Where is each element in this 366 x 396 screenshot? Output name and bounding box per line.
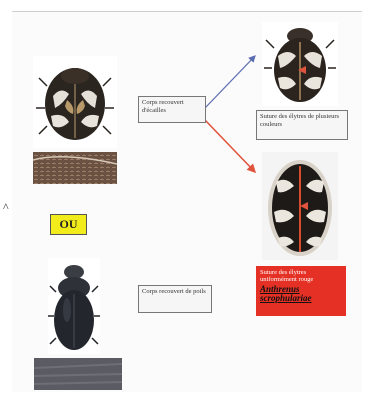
multicolor-suture-label: Suture des élytres de plusieurs couleurs: [260, 113, 339, 128]
multicolor-suture-box: Suture des élytres de plusieurs couleurs: [256, 110, 348, 140]
species-name: Anthrenus scrophulariae: [260, 285, 342, 303]
red-suture-box: Suture des élytres uniformément rouge An…: [256, 266, 346, 316]
red-suture-label: Suture des élytres uniformément rouge: [260, 269, 313, 283]
scales-label-box: Corps recouvert d'écailles: [138, 96, 206, 123]
arrow-to-multicolor: [205, 56, 255, 108]
ou-label: OU: [50, 214, 87, 235]
hairs-label: Corps recouvert de poils: [142, 288, 206, 295]
scales-label: Corps recouvert d'écailles: [142, 99, 184, 114]
arrow-to-red-suture: [205, 120, 255, 172]
hairs-label-box: Corps recouvert de poils: [138, 285, 212, 313]
